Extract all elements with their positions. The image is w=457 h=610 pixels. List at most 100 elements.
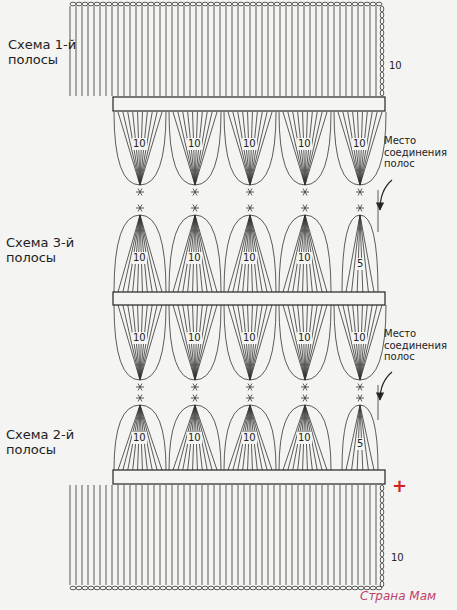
count-number: 10 — [187, 138, 202, 150]
chain-stitch — [298, 2, 304, 6]
star-stitch — [248, 395, 252, 402]
chain-stitch — [190, 586, 196, 590]
fan-outline — [224, 215, 276, 292]
chain-stitch — [334, 586, 340, 590]
fringe-stitch — [310, 6, 311, 96]
chain-stitch — [184, 2, 190, 6]
fringe-stitch — [82, 6, 83, 96]
fringe-stitch — [196, 6, 197, 96]
star-stitch — [138, 384, 142, 391]
count-number: 10 — [297, 432, 312, 444]
chain-stitch — [380, 491, 384, 497]
fringe-stitch — [340, 6, 341, 96]
fringe-stitch — [100, 6, 101, 96]
chain-stitch — [380, 533, 384, 539]
chain-stitch — [380, 545, 384, 551]
fringe-stitch — [364, 6, 365, 96]
count-number: 10 — [388, 60, 403, 72]
fringe-stitch — [190, 6, 191, 96]
fringe-stitch — [250, 485, 251, 585]
star-stitch — [358, 189, 362, 196]
chain-stitch — [190, 2, 196, 6]
fan-stitch — [360, 215, 374, 292]
star-stitch — [248, 384, 252, 391]
count-number: 10 — [352, 138, 367, 150]
fan-outline — [334, 305, 386, 380]
chain-stitch — [310, 586, 316, 590]
chain-stitch — [82, 2, 88, 6]
chain-stitch — [244, 2, 250, 6]
fringe-stitch — [262, 6, 263, 96]
fringe-stitch — [154, 485, 155, 585]
chain-stitch — [380, 90, 384, 96]
chain-stitch — [250, 2, 256, 6]
chain-stitch — [160, 586, 166, 590]
chain-stitch — [380, 497, 384, 503]
fan-outline — [169, 215, 221, 292]
count-number: 10 — [132, 432, 147, 444]
star-stitch — [193, 205, 197, 212]
star-stitch — [248, 395, 252, 402]
fringe-stitch — [268, 485, 269, 585]
chain-stitch — [380, 563, 384, 569]
fringe-stitch — [358, 6, 359, 96]
star-stitch — [193, 189, 197, 196]
chain-stitch — [106, 586, 112, 590]
watermark: Страна Мам — [360, 590, 436, 604]
chain-stitch — [380, 515, 384, 521]
chain-stitch — [310, 2, 316, 6]
chain-stitch — [380, 581, 384, 587]
chain-stitch — [268, 2, 274, 6]
chain-stitch — [280, 586, 286, 590]
chain-stitch — [220, 2, 226, 6]
chain-stitch — [286, 586, 292, 590]
chain-stitch — [130, 586, 136, 590]
fringe-stitch — [160, 485, 161, 585]
star-stitch — [138, 395, 142, 402]
fan-outline — [342, 405, 378, 470]
chain-stitch — [380, 60, 384, 66]
chain-stitch — [370, 2, 376, 6]
star-stitch — [358, 395, 362, 402]
chain-stitch — [380, 12, 384, 18]
fringe-stitch — [76, 485, 77, 585]
chain-stitch — [148, 2, 154, 6]
chain-stitch — [100, 586, 106, 590]
chain-stitch — [380, 485, 384, 491]
chain-stitch — [364, 2, 370, 6]
start-mark: + — [392, 476, 407, 497]
fringe-stitch — [148, 6, 149, 96]
fringe-stitch — [304, 6, 305, 96]
star-stitch — [358, 205, 362, 212]
chain-stitch — [76, 2, 82, 6]
chain-stitch — [268, 586, 274, 590]
star-stitch — [138, 205, 142, 212]
star-stitch — [303, 189, 307, 196]
fringe-stitch — [280, 485, 281, 585]
chain-stitch — [88, 586, 94, 590]
fringe-stitch — [82, 485, 83, 585]
chain-stitch — [322, 586, 328, 590]
bar — [113, 292, 385, 305]
star-stitch — [248, 189, 252, 196]
chain-stitch — [380, 18, 384, 24]
chain-stitch — [94, 2, 100, 6]
fringe-stitch — [190, 485, 191, 585]
fringe-stitch — [244, 485, 245, 585]
fringe-stitch — [274, 485, 275, 585]
chain-stitch — [142, 586, 148, 590]
fringe-stitch — [340, 485, 341, 585]
fringe-stitch — [280, 6, 281, 96]
chain-stitch — [94, 586, 100, 590]
count-number: 10 — [297, 332, 312, 344]
fringe-stitch — [142, 485, 143, 585]
chain-stitch — [380, 84, 384, 90]
chain-stitch — [316, 586, 322, 590]
fan-outline — [169, 112, 221, 185]
chain-stitch — [380, 48, 384, 54]
fringe-stitch — [232, 485, 233, 585]
chain-stitch — [316, 2, 322, 6]
count-number: 10 — [242, 432, 257, 444]
fringe-stitch — [370, 6, 371, 96]
strip-heading: Схема 3-й полосы — [6, 236, 86, 266]
